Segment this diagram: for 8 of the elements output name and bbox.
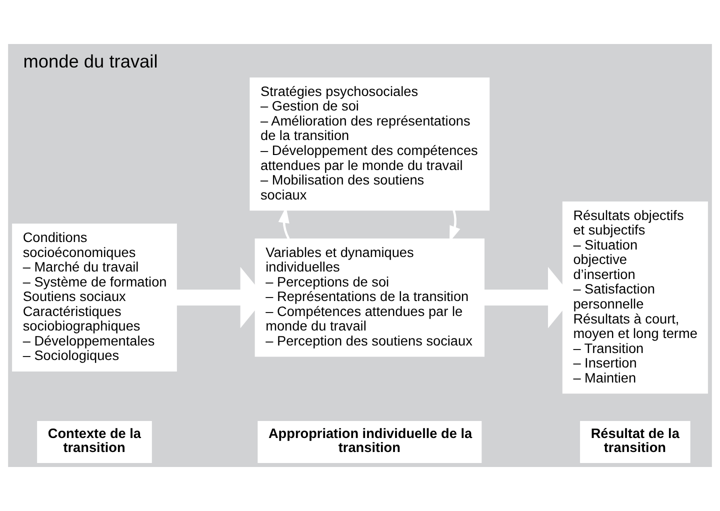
node-box: Contexte de la transition: [37, 420, 152, 464]
node-box: Stratégies psychosociales – Gestion de soi – Amélioration des représentations de la transition – Développement des compétences attendues par le monde du travail – Mobilisation des soutiens sociaux: [250, 78, 490, 211]
node-box: Variables et dynamiques individuelles – Perceptions de soi – Représentations de la transition – Compétences attendues par le monde du travail – Perception des soutiens sociaux: [254, 238, 485, 357]
node-box: Appropriation individuelle de la transition: [258, 420, 482, 464]
diagram-title: monde du travail: [23, 52, 158, 72]
node-box: Résultat de la transition: [580, 420, 690, 464]
node-box: Résultats objectifs et subjectifs – Situation objective d’insertion – Satisfaction personnelle Résultats à court, moyen et long terme – Transition – Insertion – Maintien: [562, 201, 708, 394]
node-box: Conditions socioéconomiques – Marché du travail – Système de formation Soutiens sociaux Caractéristiques sociobiographiques – Développementales – Sociologiques: [12, 224, 177, 372]
